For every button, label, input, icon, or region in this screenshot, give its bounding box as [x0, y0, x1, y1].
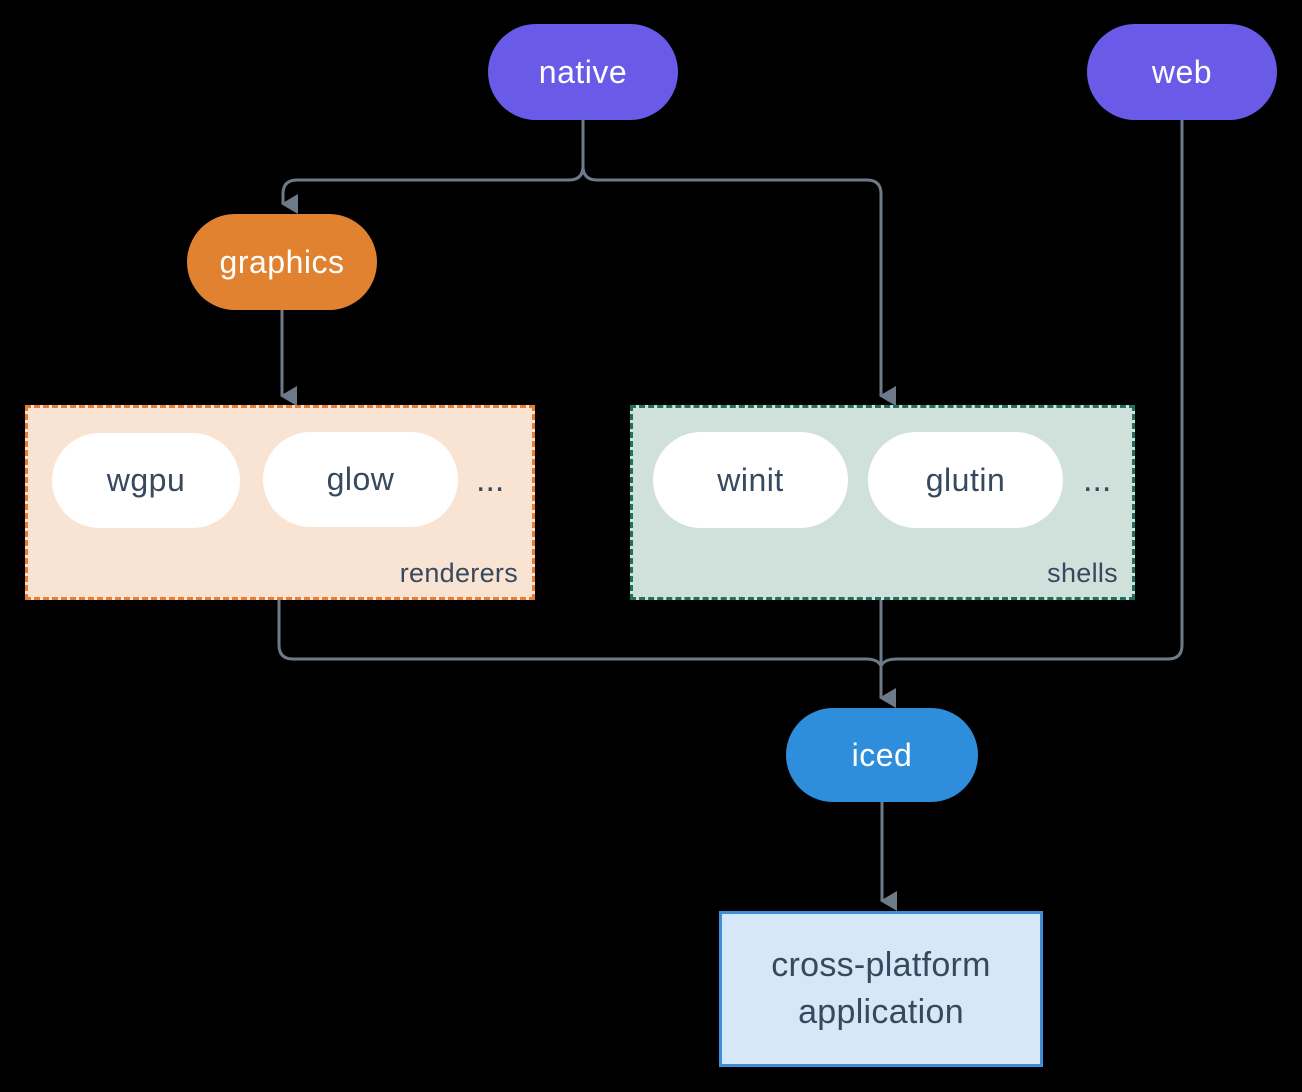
node-glutin: glutin [868, 432, 1063, 528]
node-graphics-label: graphics [219, 243, 345, 280]
edge-native-graphics [281, 120, 585, 214]
shells-ellipsis: ... [1083, 460, 1112, 499]
node-winit: winit [653, 432, 848, 528]
node-glow: glow [263, 432, 458, 527]
node-wgpu-label: wgpu [106, 462, 186, 498]
node-native: native [488, 24, 678, 120]
node-native-label: native [538, 53, 628, 90]
edge-native-shells [581, 120, 896, 406]
renderers-ellipsis: ... [476, 460, 505, 499]
group-renderers: wgpu glow ... renderers [25, 405, 535, 600]
node-iced: iced [786, 708, 978, 802]
node-web-label: web [1151, 53, 1213, 90]
node-glutin-label: glutin [925, 461, 1006, 498]
node-winit-label: winit [717, 461, 784, 498]
node-iced-label: iced [851, 736, 913, 773]
node-cross-platform-application: cross-platform application [719, 911, 1043, 1067]
shells-group-label: shells [1047, 558, 1118, 588]
node-application-label: cross-platform application [771, 946, 991, 1031]
node-web: web [1087, 24, 1277, 120]
edge-web-iced [879, 120, 1184, 667]
node-wgpu: wgpu [52, 433, 240, 528]
node-glow-label: glow [326, 461, 395, 497]
group-shells: winit glutin ... shells [630, 405, 1135, 600]
renderers-group-label: renderers [399, 558, 518, 588]
node-graphics: graphics [187, 214, 377, 310]
edge-renderers-iced [277, 600, 883, 667]
